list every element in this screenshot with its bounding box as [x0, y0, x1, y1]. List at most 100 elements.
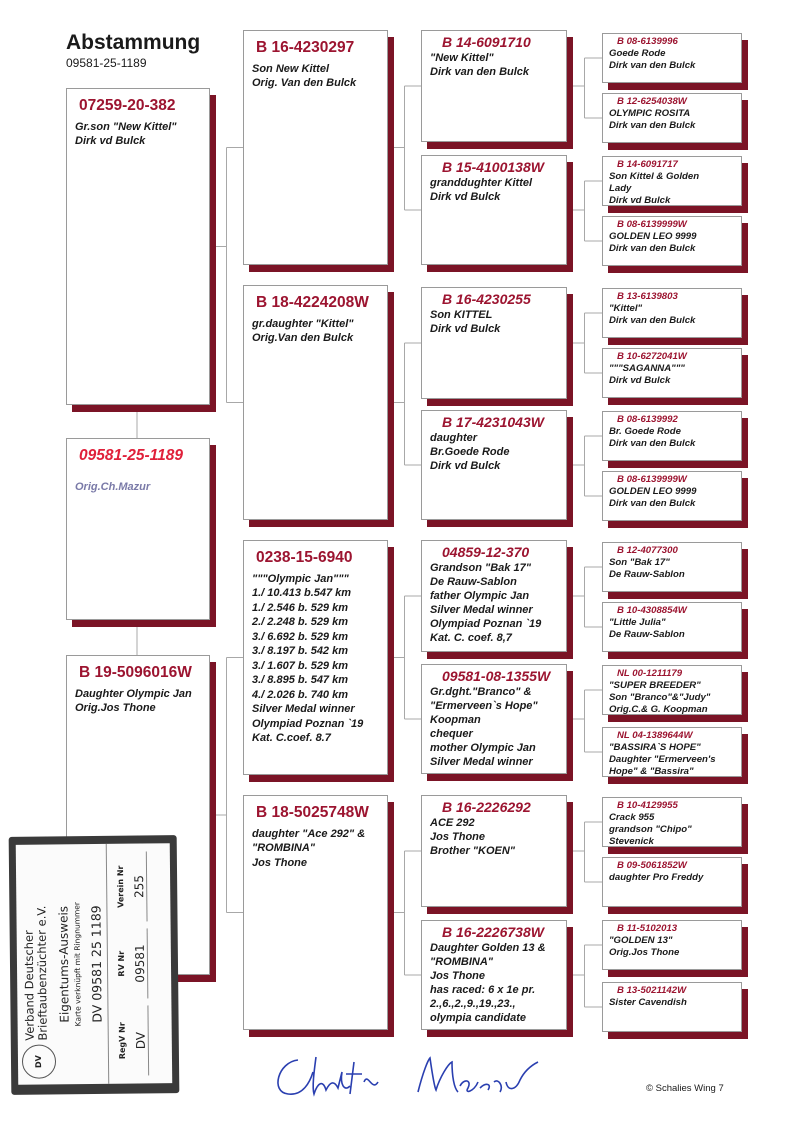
ownership-card: DV Verband Deutscher Brieftaubenzüchter …: [8, 835, 180, 1095]
pigeon-info-line: Crack 955: [609, 812, 655, 823]
pigeon-info-line: Silver Medal winner: [430, 604, 533, 616]
pigeon-info-line: Koopman: [430, 714, 481, 726]
pigeon-info-line: chequer: [430, 728, 473, 740]
great-great-grandparent-box: NL 04-1389644W"BASSIRA`S HOPE"Daughter "…: [602, 727, 742, 777]
pigeon-info-line: Dirk van den Bulck: [609, 120, 696, 131]
pigeon-info-line: Gr.dght."Branco" &: [430, 686, 532, 698]
ring-number: B 15-4100138W: [442, 159, 544, 175]
ring-number: B 10-6272041W: [617, 351, 687, 362]
pigeon-info-line: Olympiad Poznan `19: [252, 717, 364, 730]
pigeon-info-line: grandson "Chipo": [609, 824, 692, 835]
pigeon-info-line: granddughter Kittel: [430, 177, 533, 189]
card-col2-label: RV Nr: [116, 950, 127, 977]
ring-number: 09581-08-1355W: [442, 668, 551, 684]
pigeon-info-line: Dirk van den Bulck: [609, 498, 696, 509]
pigeon-info-line: gr.daughter "Kittel": [252, 317, 354, 330]
ring-number: B 14-6091717: [617, 159, 678, 170]
pigeon-info-line: ACE 292: [430, 817, 475, 829]
pigeon-info-line: OLYMPIC ROSITA: [609, 108, 691, 119]
grandparent-box: B 18-5025748W daughter "Ace 292" & "ROMBIN…: [243, 795, 388, 1030]
pigeon-info-line: Dirk van den Bulck: [609, 438, 696, 449]
pigeon-info-line: "SUPER BREEDER": [609, 680, 701, 691]
great-great-grandparent-box: B 10-4308854W"Little Julia"De Rauw-Sablo…: [602, 602, 742, 652]
ring-number: NL 00-1211179: [617, 668, 683, 679]
ring-number: 07259-20-382: [79, 97, 176, 114]
card-ring-number: DV 09581 25 1189: [87, 843, 110, 1085]
pigeon-info-line: Daughter Olympic Jan: [75, 687, 192, 700]
pigeon-info-line: Silver Medal winner: [430, 756, 533, 768]
pigeon-info-line: Olympiad Poznan `19: [430, 618, 542, 630]
card-col1-value: DV: [133, 1005, 150, 1076]
ring-number: B 08-6139996: [617, 36, 678, 47]
ring-number: B 16-4230297: [256, 39, 355, 56]
great-great-grandparent-box: B 10-6272041W"""SAGANNA"""Dirk vd Bulck: [602, 348, 742, 398]
pigeon-info-line: "GOLDEN 13": [609, 935, 673, 946]
pigeon-info-line: Jos Thone: [430, 831, 486, 843]
ring-number: B 12-4077300: [617, 545, 678, 556]
pigeon-info-line: Dirk vd Bulck: [430, 191, 501, 203]
pigeon-info-line: olympia candidate: [430, 1012, 526, 1024]
pigeon-info-line: Dirk van den Bulck: [609, 243, 696, 254]
pigeon-info-line: De Rauw-Sablon: [609, 569, 685, 580]
ring-number: B 08-6139999W: [617, 474, 687, 485]
pigeon-info-line: daughter Pro Freddy: [609, 872, 704, 883]
pigeon-info-line: Son New Kittel: [252, 62, 330, 75]
pigeon-info-line: Dirk van den Bulck: [609, 315, 696, 326]
pedigree-ring-number: 09581-25-1189: [66, 56, 147, 70]
card-org-line2: Brieftaubenzüchter e.V.: [34, 905, 50, 1041]
pigeon-info-line: Dirk vd Bulck: [609, 375, 671, 386]
great-great-grandparent-box: B 11-5102013"GOLDEN 13"Orig.Jos Thone: [602, 920, 742, 970]
pigeon-info-line: 1./ 10.413 b.547 km: [252, 587, 352, 599]
pigeon-info-line: daughter "Ace 292" &: [252, 827, 366, 840]
pigeon-info-line: Goede Rode: [609, 48, 666, 59]
ring-number: B 10-4308854W: [617, 605, 687, 616]
ring-number: 09581-25-1189: [79, 447, 183, 464]
pigeon-info-line: De Rauw-Sablon: [609, 629, 685, 640]
pigeon-info-line: Br. Goede Rode: [609, 426, 681, 437]
pigeon-info-line: Dirk vd Bulck: [430, 323, 501, 335]
pigeon-info-line: Orig.Ch.Mazur: [75, 480, 151, 493]
ring-number: B 08-6139999W: [617, 219, 687, 230]
pigeon-info-line: 4./ 2.026 b. 740 km: [252, 688, 349, 701]
pigeon-info-line: Jos Thone: [252, 856, 308, 869]
pigeon-info-line: Son "Bak 17": [609, 557, 670, 568]
card-title: Eigentums-Ausweis: [56, 905, 72, 1023]
pigeon-info-line: Stevenick: [609, 836, 654, 847]
pigeon-info-line: Sister Cavendish: [609, 997, 687, 1008]
card-col1-label: RegV Nr: [117, 1022, 127, 1060]
pigeon-info-line: "ROMBINA": [252, 842, 315, 854]
ring-number: B 08-6139992: [617, 414, 678, 425]
pigeon-info-line: Son Kittel & Golden: [609, 171, 700, 182]
pigeon-info-line: 2./ 2.248 b. 529 km: [252, 616, 349, 628]
great-grandparent-box: B 14-6091710"New Kittel"Dirk van den Bul…: [421, 30, 567, 142]
pigeon-info-line: Dirk vd Bulck: [430, 460, 501, 472]
pigeon-info-line: Daughter Golden 13 &: [430, 942, 546, 954]
pigeon-info-line: Orig.Van den Bulck: [252, 332, 354, 344]
pigeon-info-line: Dirk van den Bulck: [430, 66, 530, 78]
pigeon-info-line: has raced: 6 x 1e pr.: [430, 984, 536, 996]
card-col2-value: 09581: [132, 928, 149, 999]
pigeon-info-line: 3./ 6.692 b. 529 km: [252, 630, 349, 643]
pigeon-info-line: GOLDEN LEO 9999: [609, 231, 697, 242]
ring-number: B 18-5025748W: [256, 804, 369, 821]
pigeon-info-line: Son "Branco"&"Judy": [609, 692, 711, 703]
pigeon-info-line: Orig.C.& G. Koopman: [609, 704, 708, 715]
pigeon-info-line: Kat. C. coef. 8,7: [430, 632, 512, 644]
pigeon-info-line: Dirk vd Bulck: [75, 135, 146, 147]
pigeon-info-line: Orig.Jos Thone: [609, 947, 680, 958]
ring-number: B 11-5102013: [617, 923, 678, 934]
